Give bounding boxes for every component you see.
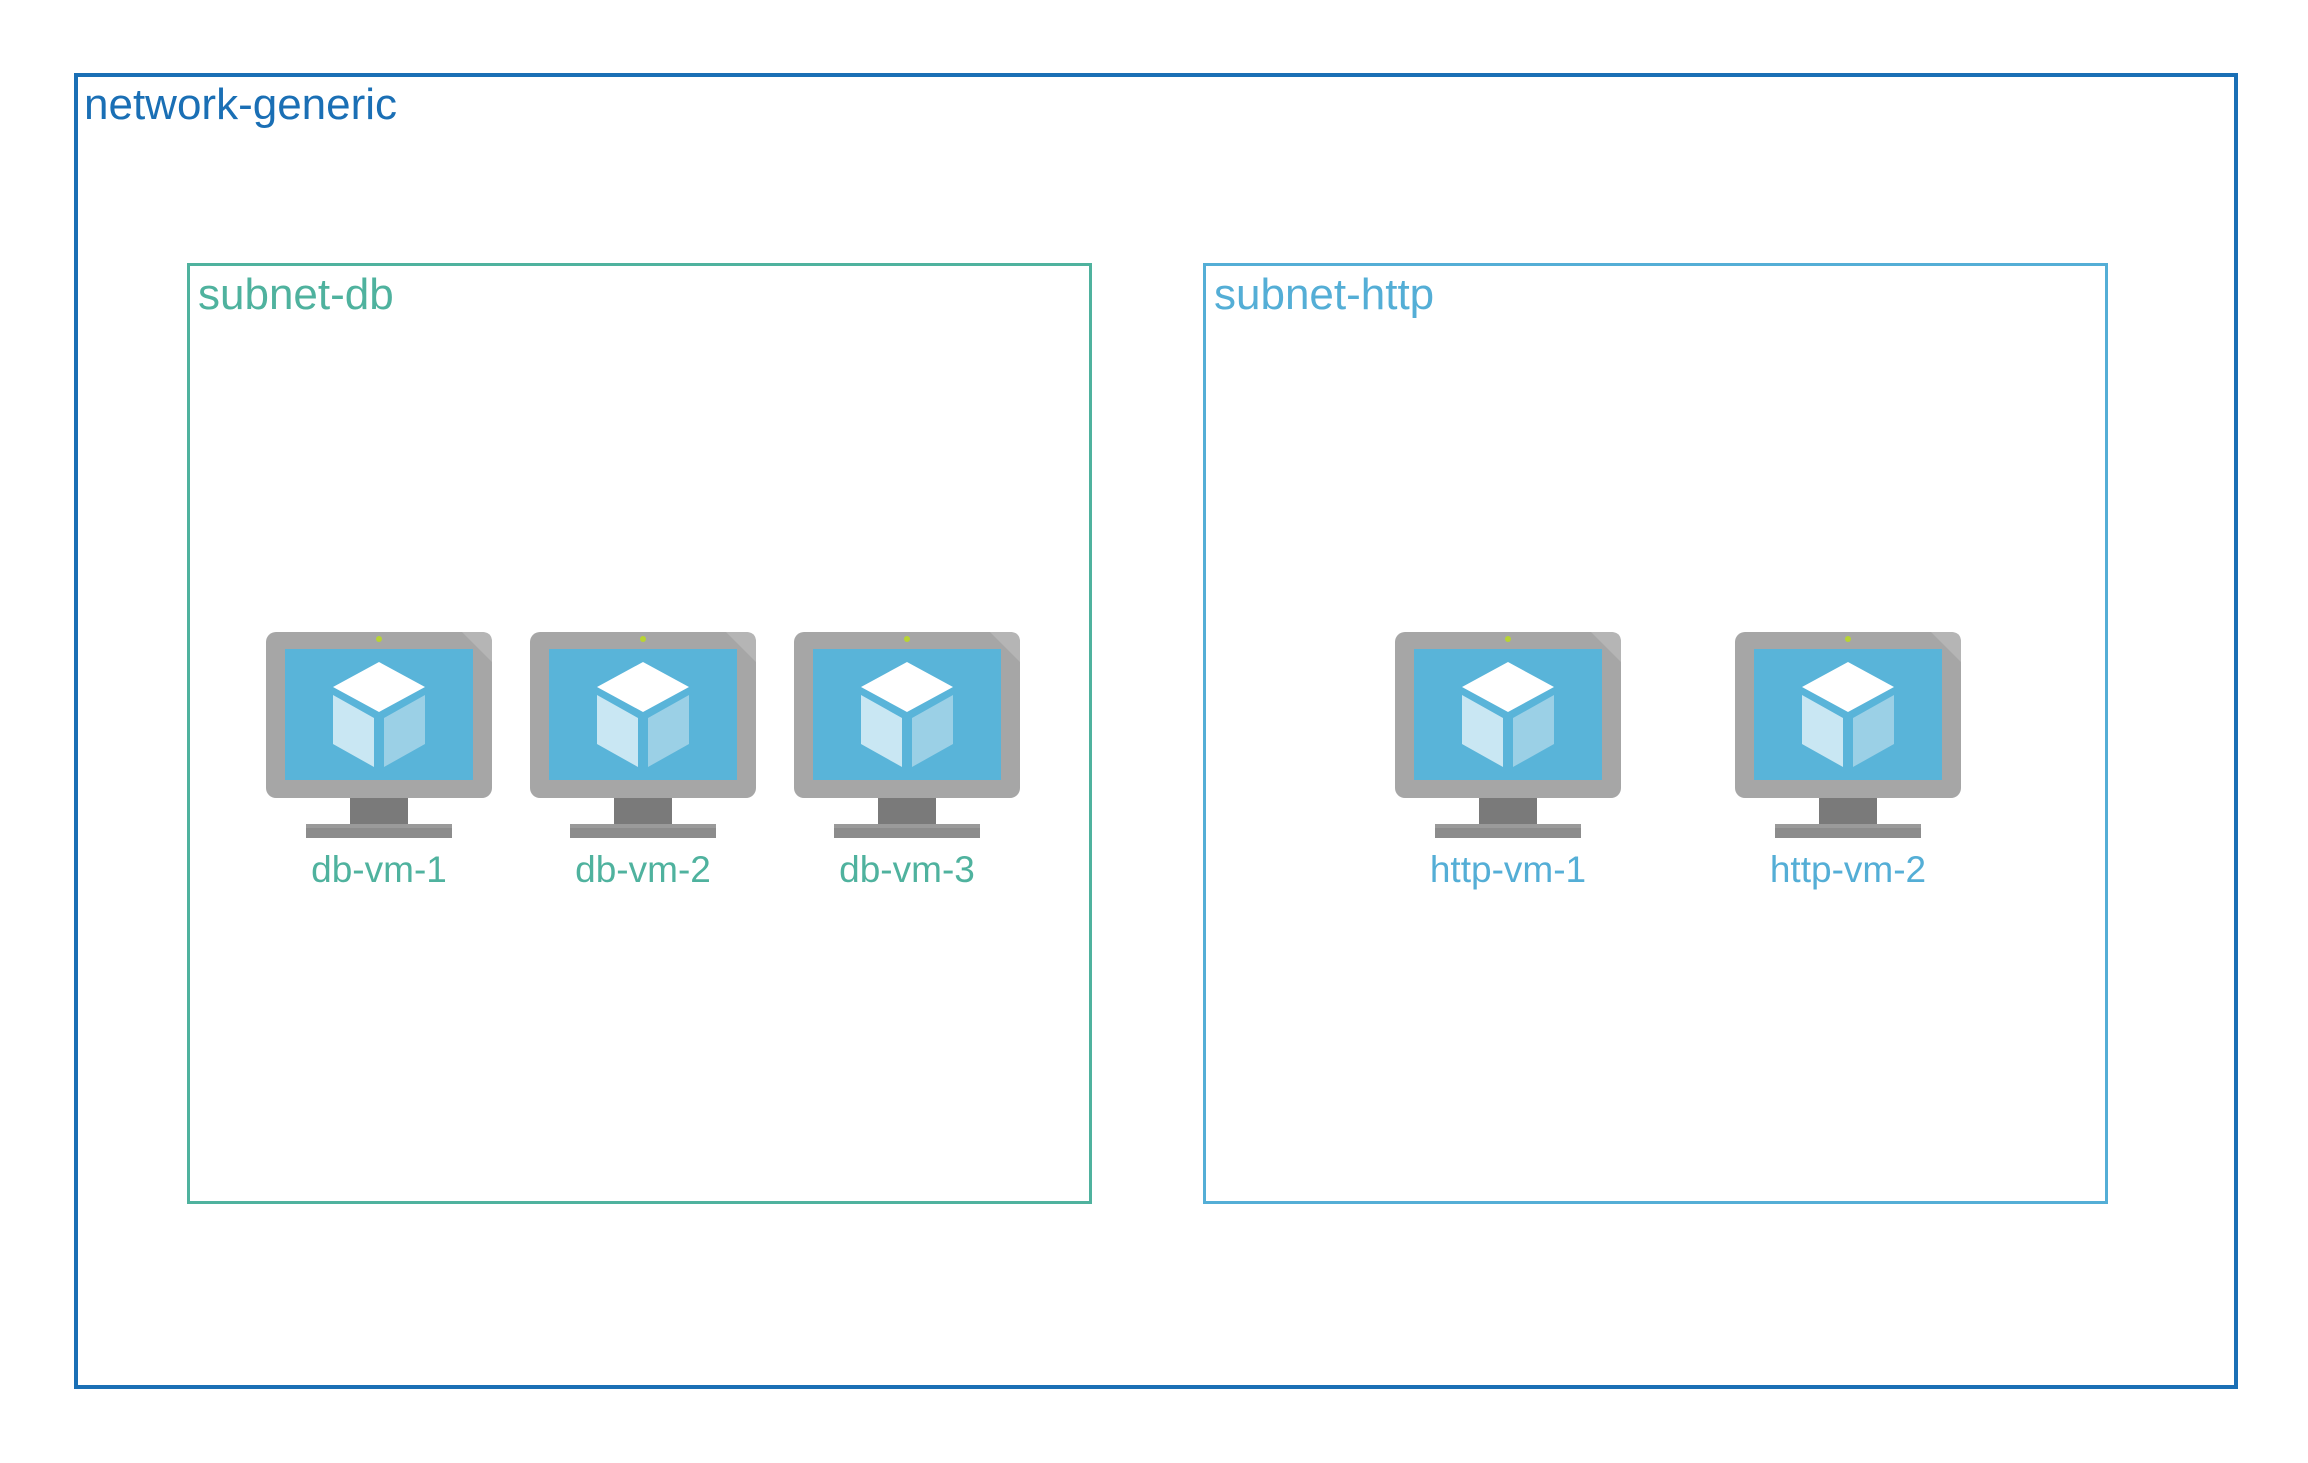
virtual-machine-icon xyxy=(794,632,1020,842)
virtual-machine-icon xyxy=(266,632,492,842)
vm-label: db-vm-3 xyxy=(839,849,975,890)
virtual-machine-icon xyxy=(1735,632,1961,842)
vm-label: db-vm-1 xyxy=(311,849,447,890)
vm-db-vm-2[interactable]: db-vm-2 xyxy=(530,632,756,892)
vm-label: http-vm-2 xyxy=(1769,849,1927,890)
virtual-network-container xyxy=(74,73,2238,1389)
virtual-machine-icon xyxy=(530,632,756,842)
vm-label: http-vm-1 xyxy=(1429,849,1587,890)
vm-http-vm-1[interactable]: http-vm-1 xyxy=(1395,632,1621,892)
subnet-db-container: subnet-db db-vm-1 db-vm-2 db-vm-3 xyxy=(187,263,1092,1204)
vm-http-vm-2[interactable]: http-vm-2 xyxy=(1735,632,1961,892)
vm-db-vm-3[interactable]: db-vm-3 xyxy=(794,632,1020,892)
subnet-db-label: subnet-db xyxy=(198,270,394,319)
subnet-http-label: subnet-http xyxy=(1214,270,1435,319)
subnet-http-container: subnet-http http-vm-1 http-vm-2 xyxy=(1203,263,2108,1204)
virtual-machine-icon xyxy=(1395,632,1621,842)
vm-label: db-vm-2 xyxy=(575,849,711,890)
vm-db-vm-1[interactable]: db-vm-1 xyxy=(266,632,492,892)
network-label: network-generic xyxy=(84,80,398,129)
